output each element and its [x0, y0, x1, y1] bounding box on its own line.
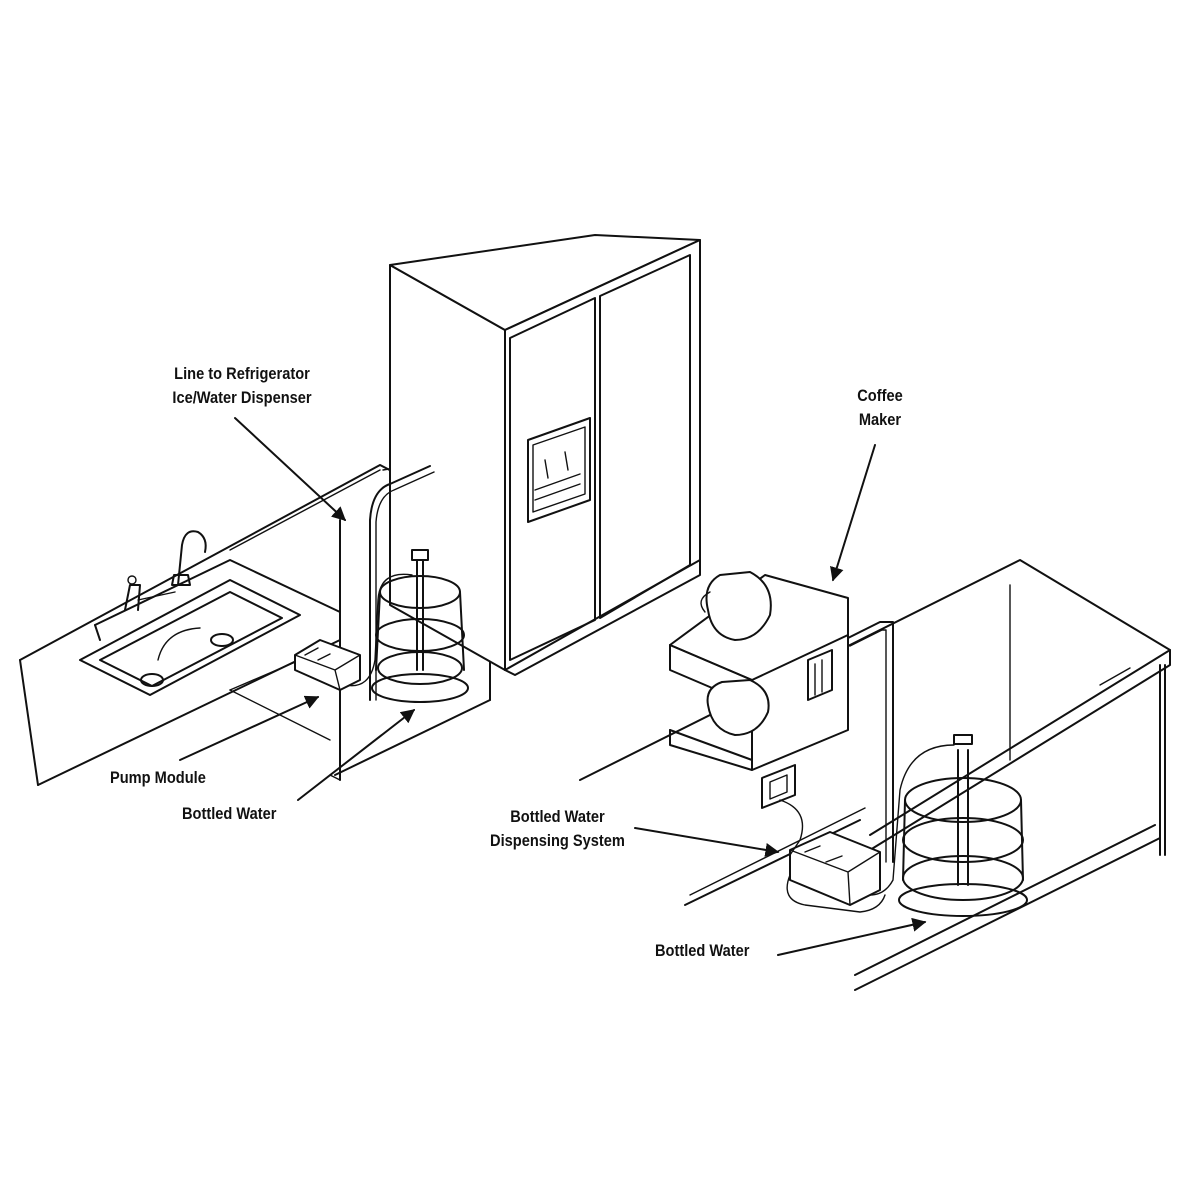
arrow-dispensing-system — [635, 828, 778, 852]
wall-outlet — [762, 765, 795, 808]
label-bottled-water-left: Bottled Water — [182, 802, 276, 826]
label-coffee-maker-line1: Coffee — [828, 384, 931, 408]
arrow-coffee-maker — [833, 445, 875, 580]
refrigerator — [390, 235, 700, 675]
label-bottled-water-dispensing-system: Bottled Water Dispensing System — [482, 805, 633, 853]
arrow-line-to-refrigerator — [235, 418, 345, 520]
label-line-to-refrigerator-line1: Line to Refrigerator — [130, 362, 354, 386]
label-dispensing-system-line2: Dispensing System — [482, 829, 633, 853]
label-bottled-water-right: Bottled Water — [655, 939, 749, 963]
label-line-to-refrigerator-line2: Ice/Water Dispenser — [130, 386, 354, 410]
right-pump-module — [780, 800, 885, 912]
coffee-maker-line — [848, 622, 893, 862]
label-pump-module: Pump Module — [110, 766, 206, 790]
faucet — [125, 531, 206, 610]
label-coffee-maker-line2: Maker — [828, 408, 931, 432]
label-dispensing-system-line1: Bottled Water — [482, 805, 633, 829]
sink — [80, 560, 340, 695]
arrow-bottled-water-left — [298, 710, 414, 800]
left-pump-module — [295, 640, 360, 690]
label-line-to-refrigerator: Line to Refrigerator Ice/Water Dispenser — [130, 362, 354, 410]
label-coffee-maker: Coffee Maker — [828, 384, 931, 432]
coffee-maker — [670, 572, 848, 770]
